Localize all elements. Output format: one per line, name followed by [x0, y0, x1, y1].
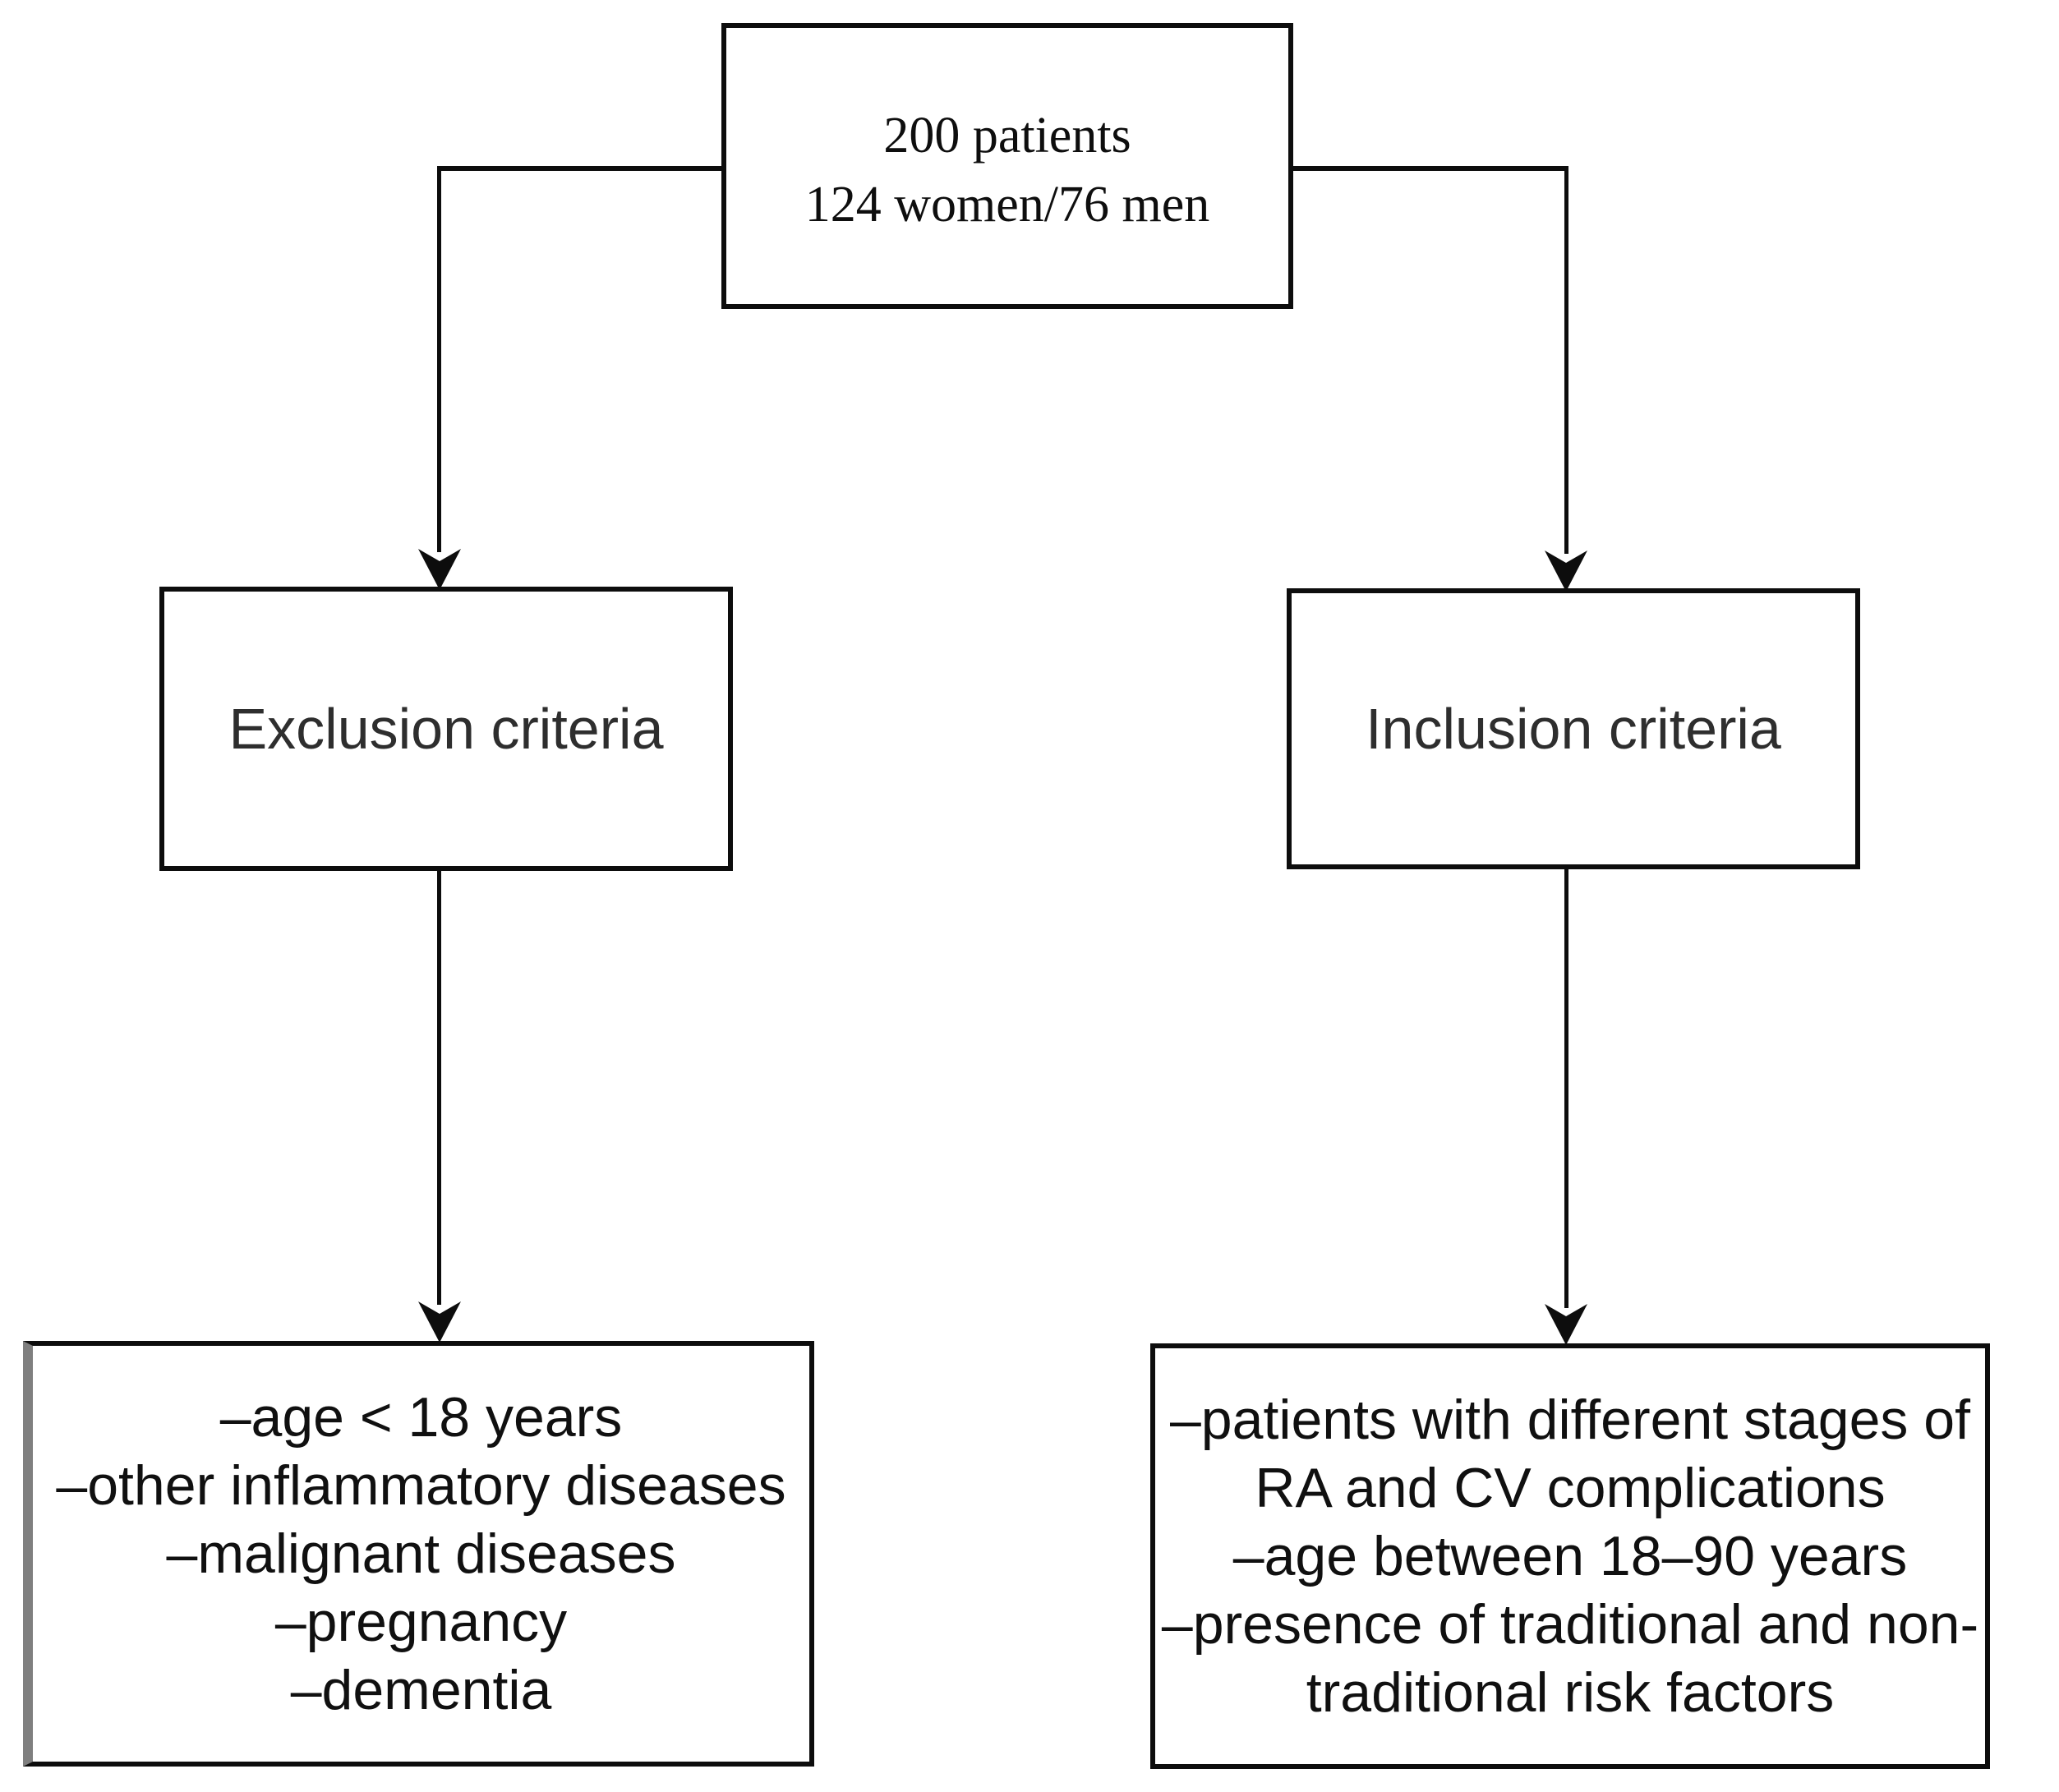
connector-inclusion-horizontal	[1293, 166, 1568, 171]
arrow-down-icon	[1545, 550, 1587, 592]
inclusion-criteria-box: Inclusion criteria	[1287, 588, 1860, 869]
patients-box: 200 patients 124 women/76 men	[721, 23, 1293, 309]
inclusion-detail-item: –age between 18–90 years	[1232, 1524, 1908, 1587]
patients-count-text: 200 patients	[883, 108, 1131, 164]
connector-exclusion-horizontal	[437, 166, 721, 171]
inclusion-criteria-label: Inclusion criteria	[1366, 697, 1781, 761]
exclusion-criteria-label: Exclusion criteria	[228, 697, 664, 761]
inclusion-detail-item: RA and CV complications	[1255, 1456, 1886, 1519]
arrow-down-icon	[418, 1301, 461, 1343]
connector-inclusion-vertical	[1564, 166, 1568, 554]
exclusion-criteria-box: Exclusion criteria	[159, 587, 733, 871]
connector-inclusion-details-vertical	[1564, 868, 1568, 1308]
inclusion-detail-item: –presence of traditional and non-	[1161, 1592, 1979, 1656]
exclusion-detail-item: –pregnancy	[274, 1590, 568, 1653]
exclusion-detail-item: –other inflammatory diseases	[56, 1453, 786, 1517]
patients-gender-split-text: 124 women/76 men	[804, 177, 1210, 233]
arrow-down-icon	[418, 549, 461, 590]
arrow-down-icon	[1545, 1304, 1587, 1345]
exclusion-details-box: –age < 18 years –other inflammatory dise…	[23, 1341, 814, 1767]
exclusion-detail-item: –dementia	[290, 1658, 552, 1721]
inclusion-detail-item: traditional risk factors	[1306, 1661, 1835, 1724]
exclusion-detail-item: –malignant diseases	[166, 1522, 676, 1585]
exclusion-detail-item: –age < 18 years	[219, 1385, 623, 1449]
connector-exclusion-details-vertical	[437, 869, 441, 1305]
inclusion-detail-item: –patients with different stages of	[1169, 1388, 1970, 1451]
connector-exclusion-vertical	[437, 166, 441, 552]
inclusion-details-box: –patients with different stages of RA an…	[1150, 1343, 1990, 1769]
